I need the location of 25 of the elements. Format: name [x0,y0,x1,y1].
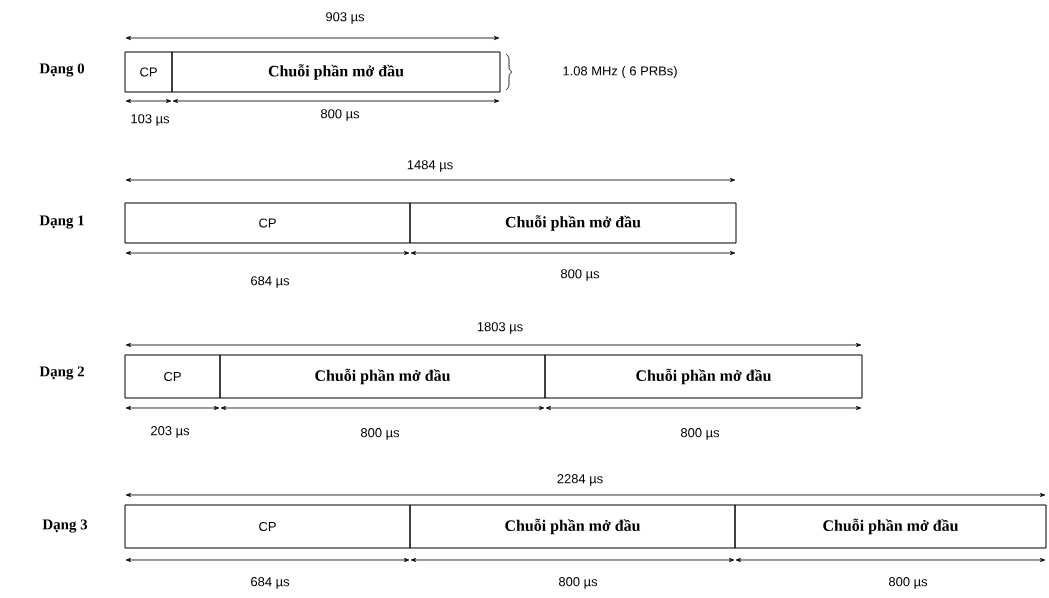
dimension-label: 800 µs [681,428,720,440]
segment-box: Chuỗi phần mở đầu [171,51,501,93]
dimension-label: 800 µs [321,109,360,121]
dimension-label: 103 µs [131,114,170,126]
bandwidth-label: 1.08 MHz ( 6 PRBs) [563,65,677,79]
dimension-label: 800 µs [559,577,598,589]
segment-box: Chuỗi phần mở đầu [219,354,546,399]
segment-box: CP [124,504,411,549]
segment-box: Chuỗi phần mở đầu [544,354,863,399]
dimension-label: 800 µs [889,577,928,589]
dimension-label: 1484 µs [407,160,453,172]
segment-box: CP [124,51,173,93]
dimension-label: 2284 µs [557,474,603,486]
dimension-label: 684 µs [251,276,290,288]
dimension-label: 800 µs [561,269,600,281]
segment-box: Chuỗi phần mở đầu [409,202,737,244]
segment-box: Chuỗi phần mở đầu [409,504,736,549]
segment-box: CP [124,354,221,399]
segment-box: Chuỗi phần mở đầu [734,504,1047,549]
dimension-label: 800 µs [361,428,400,440]
dimension-label: 203 µs [151,426,190,438]
dimension-label: 684 µs [251,577,290,589]
segment-box: CP [124,202,411,244]
dimension-label: 903 µs [326,12,365,24]
dimension-label: 1803 µs [477,322,523,334]
